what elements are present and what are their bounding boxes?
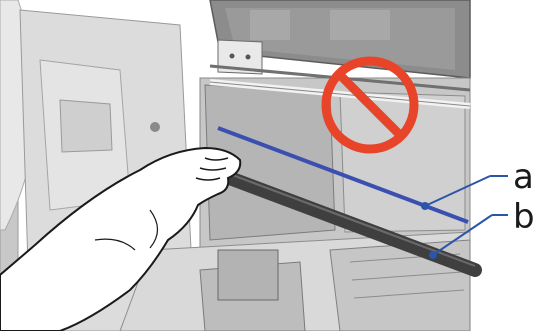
callout-label-b: b <box>513 200 535 234</box>
callout-label-a: a <box>513 160 534 194</box>
